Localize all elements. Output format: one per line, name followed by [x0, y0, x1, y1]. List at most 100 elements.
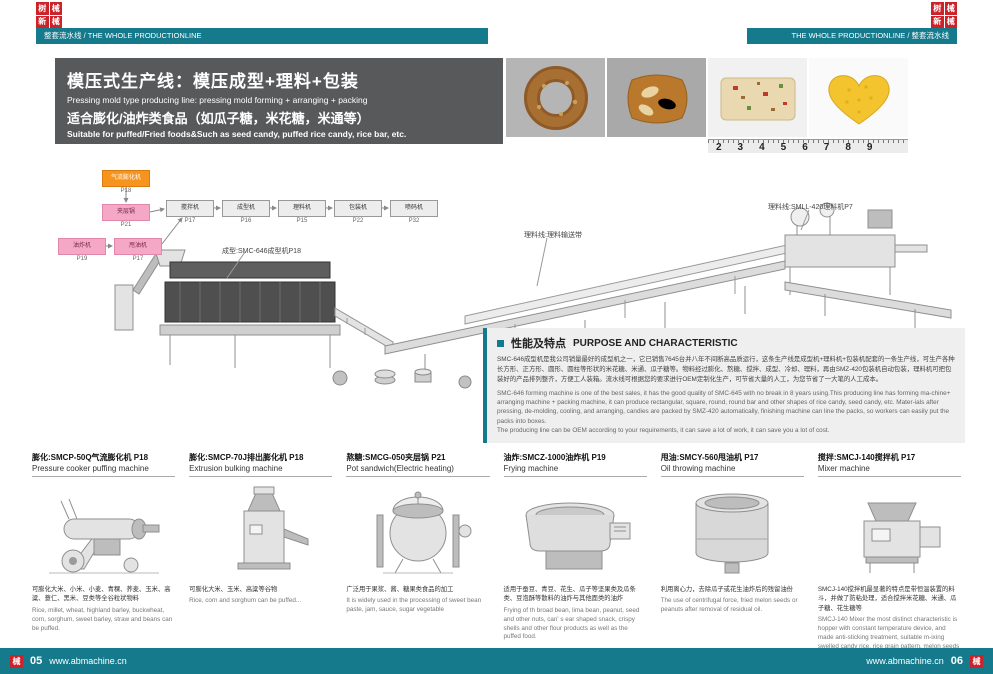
brand-stamp-char: 械	[944, 15, 957, 28]
product-desc-cn: 适用于蚕豆、青豆、花生、瓜子等坚果类及瓜条类、豆泡酥等散料的油炸与其他面类的油炸	[503, 586, 636, 603]
product-photo-puffing-machine	[32, 479, 175, 583]
brand-stamp-char: 树	[36, 2, 49, 15]
product-title-en: Pot sandwich(Electric heating)	[346, 464, 454, 473]
ruler-ticks	[708, 140, 908, 143]
product-desc-cn: SMCJ-140搅拌机最显著的特点是带恒温装置的料斗，并做了防粘处理，适合搅拌米…	[817, 586, 957, 612]
seed-candy-ring-image	[523, 65, 588, 130]
product-photo-frying-machine	[504, 479, 647, 583]
footer-page-number-right: 06	[950, 655, 963, 667]
product-desc-en: It is widely used in the processing of s…	[346, 597, 482, 614]
feature-body-cn: SMC-646成型机是我公司销量最好的成型机之一，它已销售7645台并八年不间断…	[497, 356, 955, 383]
ruler-numbers: 23456789	[716, 142, 889, 153]
process-flowchart: 气流膨化机 P18 夹层锅 P21 搅拌机 P17 成型机 P16 理料机 P1…	[58, 170, 440, 270]
product-title-cn: 膨化:SMCP-70J排出膨化机 P18	[189, 453, 304, 462]
flowchart-arrows	[106, 187, 389, 249]
product-grid: 膨化:SMCP-50Q气流膨化机 P18 Pressure cooker puf…	[32, 452, 962, 660]
footer-logo-icon: 械	[970, 654, 983, 668]
page-subtitle-en: Suitable for puffed/Fried foods&Such as …	[67, 129, 407, 139]
photo-millet-heart-candy	[809, 58, 908, 137]
product-title-cn: 搅拌:SMCJ-140搅拌机 P17	[817, 453, 916, 462]
footer-logo-icon: 械	[10, 654, 23, 668]
product-photo-jacketed-pot	[346, 479, 489, 583]
product-photo-oil-throwing-machine	[661, 479, 804, 583]
footer-page-number-left: 05	[30, 655, 43, 667]
brand-stamp-char: 械	[49, 2, 62, 15]
feature-body-en: SMC-646 forming machine is one of the be…	[497, 389, 951, 434]
feature-title-en: PURPOSE AND CHARACTERISTIC	[573, 337, 738, 349]
puffing-machine-image	[48, 498, 160, 574]
product-title-en: Mixer machine	[817, 464, 870, 473]
flow-node-puffing: 气流膨化机 P18	[102, 170, 150, 194]
oil-throwing-machine-image	[695, 493, 769, 574]
footer-bar: 械 05 www.abmachine.cn www.abmachine.cn 0…	[0, 648, 993, 674]
flow-node-sugar-pot: 夹层锅 P21	[102, 204, 150, 228]
brand-stamp-right: 树 械 新 械	[931, 2, 957, 28]
product-title-en: Pressure cooker puffing machine	[32, 464, 149, 473]
photo-seed-candy-ring	[506, 58, 605, 137]
extrusion-machine-image	[237, 486, 309, 570]
section-title-block: 模压式生产线：模压成型+理料+包装 Pressing mold type pro…	[55, 58, 503, 144]
product-title-cn: 油炸:SMCZ-1000油炸机 P19	[503, 453, 606, 462]
label-arranging-belt: 理料线:理料输送带	[524, 232, 582, 239]
brand-stamp-char: 树	[931, 2, 944, 15]
divider	[189, 476, 333, 477]
product-title-cn: 熬糖:SMCG-050夹层锅 P21	[346, 453, 446, 462]
millet-heart-image	[827, 74, 890, 125]
feature-title-cn: 性能及特点	[511, 338, 566, 350]
footer-left: 械 05 www.abmachine.cn	[10, 648, 127, 674]
product-title-en: Oil throwing machine	[660, 464, 736, 473]
rice-bar-image	[720, 77, 795, 120]
flow-node-forming: 成型机 P16	[222, 200, 270, 224]
brand-stamp-left: 树 械 新 械	[36, 2, 62, 28]
product-photo-mixer-machine	[818, 479, 961, 583]
flow-node-coding: 喷码机 P32	[390, 200, 438, 224]
footer-right: www.abmachine.cn 06 械	[866, 648, 983, 674]
product-desc-en: Rice, millet, wheat, highland barley, bu…	[32, 606, 173, 632]
photo-rice-bar	[708, 58, 807, 137]
page-title-en: Pressing mold type producing line: press…	[67, 95, 368, 105]
product-desc-cn: 利用离心力，去除瓜子或花生油炸后的残留油份	[660, 586, 793, 593]
product-extrusion-machine: 膨化:SMCP-70J排出膨化机 P18 Extrusion bulking m…	[189, 452, 333, 660]
flow-node-mixer: 搅拌机 P17	[166, 200, 214, 224]
product-desc-cn: 广泛用于果浆、酱、糖果类食品的加工	[346, 586, 454, 593]
product-title-en: Frying machine	[503, 464, 559, 473]
product-title-en: Extrusion bulking machine	[189, 464, 283, 473]
mixer-machine-image	[863, 502, 941, 573]
divider	[346, 476, 490, 477]
product-oil-throwing-machine: 甩油:SMCY-560甩油机 P17 Oil throwing machine …	[660, 452, 804, 660]
label-forming-machine: 成型:SMC-646成型机P18	[222, 248, 301, 255]
product-desc-cn: 可膨化大米、小米、小麦、青稞、荞麦、玉米、高粱、薏仁、黑米、豆类等全谷粒状物料	[32, 586, 171, 603]
label-arranging-line: 理料线:SMLL-420理料机P7	[768, 204, 853, 211]
brand-stamp-char: 新	[931, 15, 944, 28]
divider	[503, 476, 647, 477]
divider	[660, 476, 804, 477]
product-puffing-machine: 膨化:SMCP-50Q气流膨化机 P18 Pressure cooker puf…	[32, 452, 176, 660]
section-bullet	[497, 339, 504, 347]
product-title-cn: 膨化:SMCP-50Q气流膨化机 P18	[32, 453, 149, 462]
footer-website-right: www.abmachine.cn	[866, 656, 944, 666]
product-desc-en: Frying of th broad bean, lima bean, pean…	[503, 606, 640, 641]
flow-node-packing: 包装机 P22	[334, 200, 382, 224]
almond-candy-image	[627, 74, 687, 123]
header-bar-right: THE WHOLE PRODUCTIONLINE / 整套流水线	[747, 28, 957, 44]
product-desc-en: The use of centrifugal force, fried melo…	[660, 597, 798, 614]
product-frying-machine: 油炸:SMCZ-1000油炸机 P19 Frying machine 适用于蚕豆…	[503, 452, 647, 660]
production-line-illustration	[114, 202, 952, 389]
flow-node-oil-throwing: 甩油机 P17	[114, 238, 162, 262]
jacketed-pot-image	[376, 491, 472, 574]
photo-almond-candy	[607, 58, 706, 137]
header-bar-left: 整套流水线 / THE WHOLE PRODUCTIONLINE	[36, 28, 488, 44]
product-photo-extrusion-machine	[189, 479, 332, 583]
flow-node-arranging: 理料机 P15	[278, 200, 326, 224]
divider	[32, 476, 176, 477]
brand-stamp-char: 械	[944, 2, 957, 15]
footer-website-left: www.abmachine.cn	[49, 656, 127, 666]
feature-box: 性能及特点 PURPOSE AND CHARACTERISTIC SMC-646…	[483, 328, 965, 444]
brand-stamp-char: 械	[49, 15, 62, 28]
product-jacketed-pot: 熬糖:SMCG-050夹层锅 P21 Pot sandwich(Electric…	[346, 452, 490, 660]
flow-node-frying: 油炸机 P19	[58, 238, 106, 262]
product-title-cn: 甩油:SMCY-560甩油机 P17	[660, 453, 759, 462]
page-title-cn: 模压式生产线：模压成型+理料+包装	[67, 72, 359, 91]
product-desc-cn: 可膨化大米、玉米、高粱等谷物	[189, 586, 278, 593]
